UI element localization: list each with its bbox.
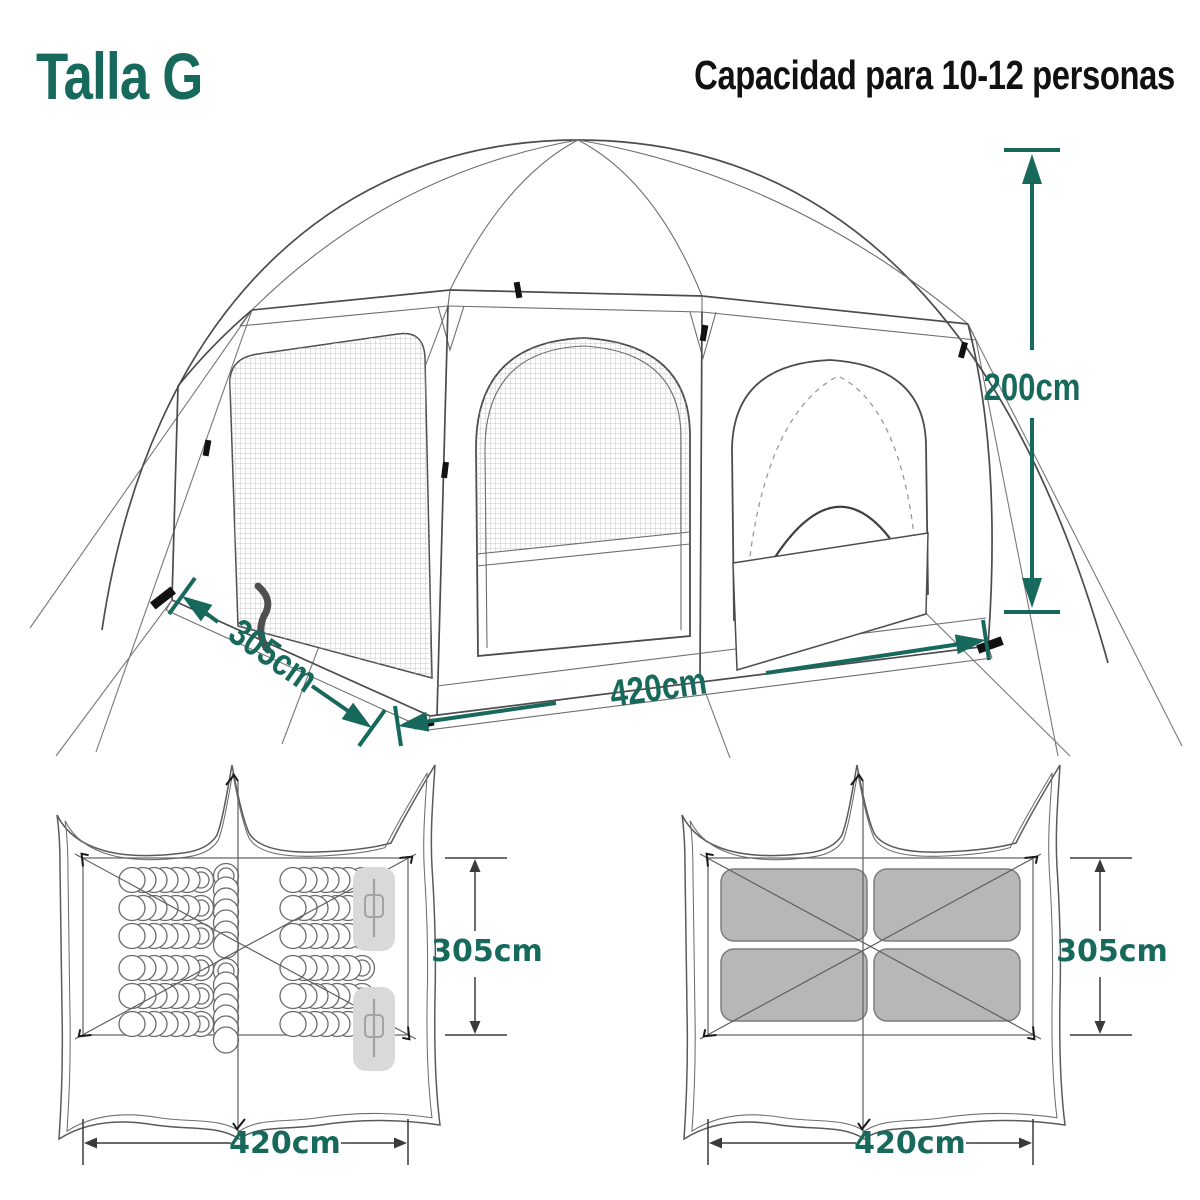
tent-perspective-illustration: 200cm 305cm 420cm: [29, 139, 1183, 758]
plan-width-label: 420cm: [229, 1126, 341, 1161]
height-label: 200cm: [984, 367, 1081, 409]
height-dimension: 200cm: [984, 148, 1081, 614]
sleeping-bag: [118, 866, 215, 894]
sleeping-bags: [118, 862, 376, 1054]
floor-rectangle: [82, 857, 409, 1036]
sleeping-bag: [279, 954, 376, 982]
lantern-pads: [353, 867, 395, 1071]
floor-plan-mat-layout: 305cm 420cm: [681, 764, 1168, 1165]
capacity-title: Capacidad para 10-12 personas: [694, 52, 1175, 98]
mat: [720, 948, 868, 1022]
sleeping-bag: [212, 862, 240, 959]
front-mesh-window: [475, 337, 691, 657]
mats: [720, 868, 1021, 1022]
sleeping-bag: [118, 1010, 215, 1038]
sleeping-bag: [118, 894, 215, 922]
plan-depth-label: 305cm: [431, 934, 543, 969]
plan-width-dimension: 420cm: [707, 1119, 1034, 1165]
lantern-icon: [364, 894, 384, 918]
tent-dome: [101, 139, 1109, 664]
width-label: 420cm: [607, 661, 709, 716]
zipper-pull: [254, 582, 272, 654]
plan-width-label: 420cm: [854, 1126, 966, 1161]
sleeping-bag: [118, 982, 215, 1010]
floor-plan-sleeping-layout: 305cm 420cm: [56, 764, 543, 1165]
sleeping-bag: [118, 954, 215, 982]
tie-marks: [149, 281, 1004, 730]
sleeping-bag: [118, 922, 215, 950]
side-mesh-door: [229, 332, 433, 679]
lantern-pad: [353, 867, 395, 951]
lantern-pad: [353, 987, 395, 1071]
floor-rectangle: [707, 857, 1034, 1036]
lantern-icon: [364, 1014, 384, 1038]
sleeping-bag: [212, 957, 240, 1054]
footprint-outline: [56, 764, 441, 1140]
plan-depth-dimension: 305cm: [1056, 857, 1168, 1036]
floor-guy-lines: [699, 781, 1042, 1135]
plan-depth-label: 305cm: [1056, 934, 1168, 969]
plan-width-dimension: 420cm: [82, 1119, 409, 1165]
plan-depth-dimension: 305cm: [431, 857, 543, 1036]
mat: [873, 948, 1021, 1022]
size-title: Talla G: [36, 39, 203, 113]
right-window: [731, 359, 929, 671]
